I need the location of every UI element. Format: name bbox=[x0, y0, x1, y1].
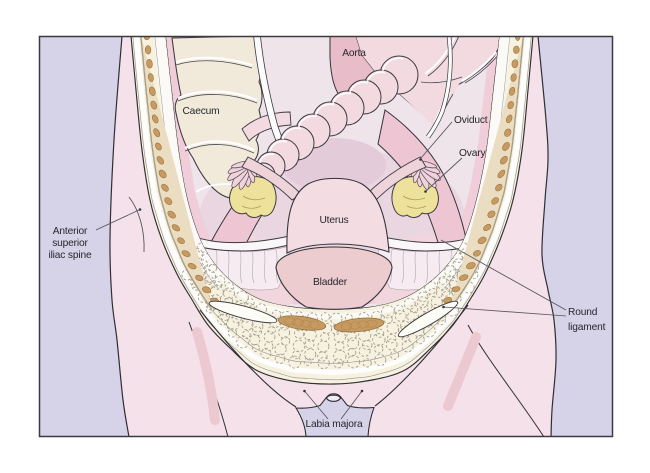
svg-text:iliac spine: iliac spine bbox=[48, 250, 92, 261]
svg-text:superior: superior bbox=[52, 238, 88, 249]
svg-text:Labia majora: Labia majora bbox=[305, 419, 363, 430]
svg-text:Bladder: Bladder bbox=[313, 277, 348, 288]
svg-text:Anterior: Anterior bbox=[53, 226, 88, 237]
svg-text:Round: Round bbox=[568, 307, 598, 318]
svg-text:Caecum: Caecum bbox=[182, 106, 219, 117]
svg-text:Ovary: Ovary bbox=[459, 148, 486, 159]
svg-text:Aorta: Aorta bbox=[342, 48, 366, 59]
svg-text:Uterus: Uterus bbox=[319, 215, 348, 226]
svg-text:Oviduct: Oviduct bbox=[454, 115, 488, 126]
svg-text:ligament: ligament bbox=[568, 322, 606, 333]
